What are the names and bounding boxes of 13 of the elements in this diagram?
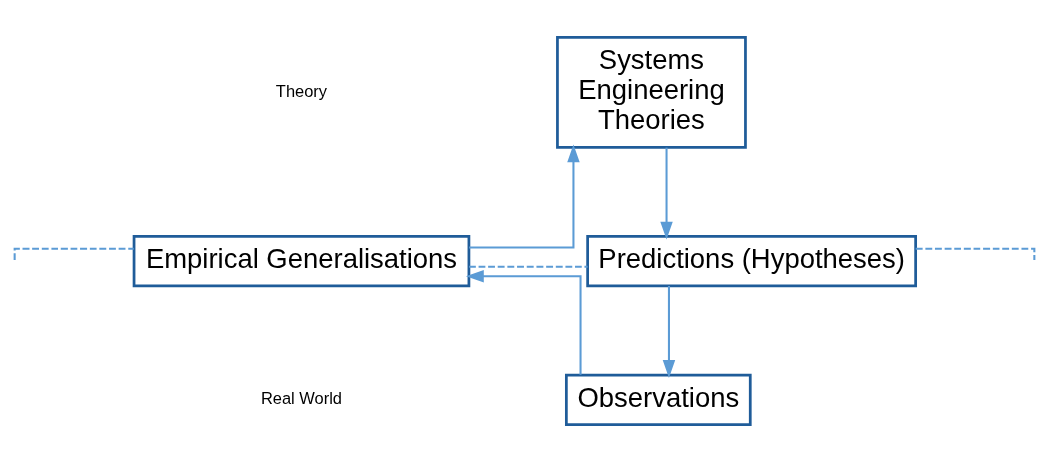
arrow [662, 285, 676, 378]
connector [915, 247, 1036, 260]
arrow [660, 147, 673, 240]
node-box: Empirical Generalisations [132, 234, 471, 287]
arrow [469, 143, 580, 248]
node-box: Predictions (Hypotheses) [586, 234, 917, 287]
connector [469, 265, 588, 268]
connector [13, 247, 134, 260]
arrow [465, 269, 582, 375]
label: Real World [260, 388, 343, 407]
node-box: Observations [565, 373, 752, 426]
label: Theory [275, 81, 328, 100]
node-box: Systems Engineering Theories [556, 35, 747, 149]
